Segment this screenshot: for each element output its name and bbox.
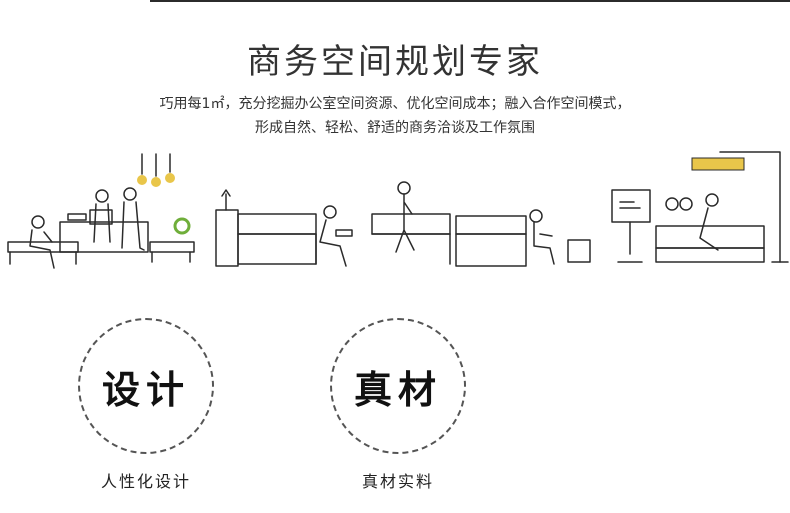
feature-caption-materials: 真材实料	[361, 472, 434, 491]
floor-lamp	[719, 151, 789, 263]
person-laptop	[529, 209, 591, 265]
person-reading	[319, 205, 353, 267]
subtitle-line-1: 巧用每1㎡，充分挖掘办公室空间资源、优化空间成本；融入合作空间模式，	[159, 96, 631, 112]
people-standing	[67, 187, 145, 251]
office-scene-illustration	[7, 151, 789, 269]
feature-caption-design: 人性化设计	[100, 472, 191, 491]
cabinet	[215, 189, 239, 267]
person-seated-left	[29, 215, 55, 269]
lamp-bulb-2	[151, 177, 161, 187]
left-sofa	[7, 221, 195, 265]
subtitle-line-2: 形成自然、轻松、舒适的商务洽谈及工作氛围	[255, 120, 535, 136]
plant-icon	[173, 217, 191, 235]
person-walking	[395, 181, 415, 253]
page-title: 商务空间规划专家	[247, 42, 543, 82]
top-rule	[150, 0, 790, 2]
feature-badge-design: 设计	[78, 318, 214, 454]
booth-seating	[237, 213, 527, 267]
page-subtitle: 巧用每1㎡，充分挖掘办公室空间资源、优化空间成本；融入合作空间模式， 形成自然、…	[0, 92, 790, 140]
pendant-lamps	[141, 153, 171, 177]
right-sofa	[655, 193, 765, 263]
lamp-bulb-3	[165, 173, 175, 183]
lamp-shade	[691, 157, 745, 171]
feature-badge-materials: 真材	[330, 318, 466, 454]
lamp-bulb-1	[137, 175, 147, 185]
whiteboard	[611, 189, 651, 263]
